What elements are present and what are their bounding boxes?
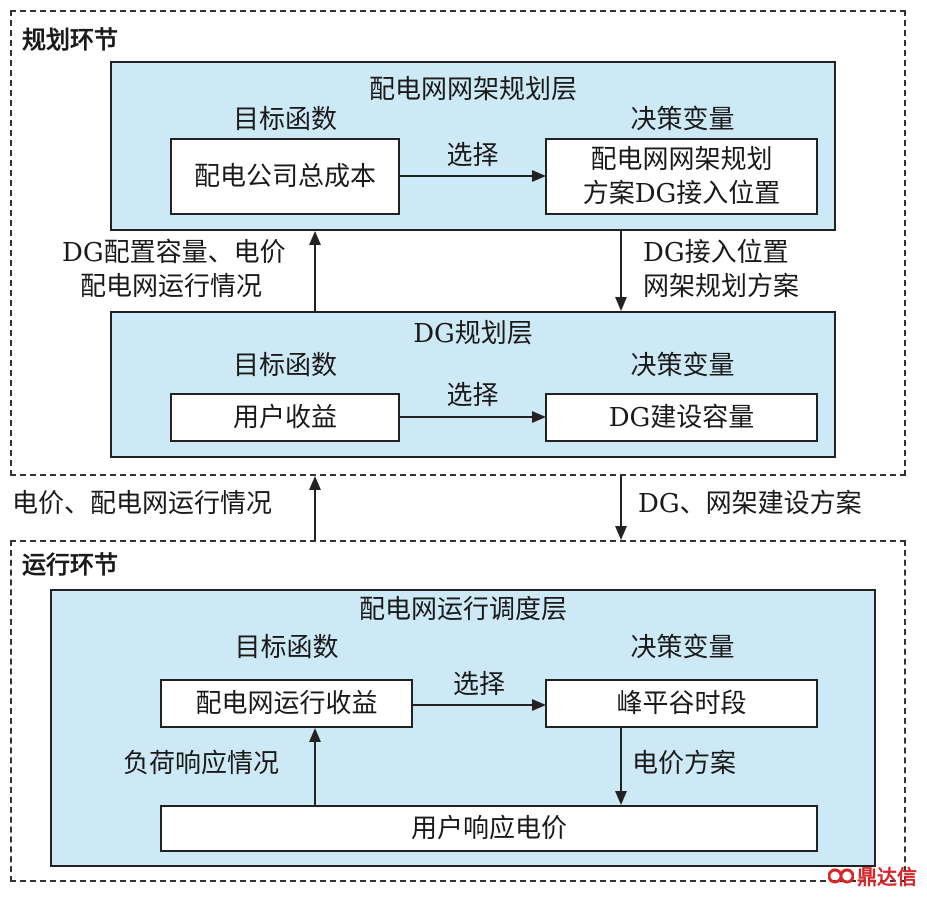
dg-decision-label: 决策变量 [630,351,735,381]
dg-decision-text: DG建设容量 [608,402,755,433]
dg-decision-box: DG建设容量 [545,393,818,442]
left-feedback-line1: DG配置容量、电价 [62,238,286,268]
dispatch-decision-box: 峰平谷时段 [545,679,818,728]
grid-select-label: 选择 [446,141,499,171]
grid-decision-label: 决策变量 [630,105,735,135]
between-right-arrowhead [615,526,627,540]
dispatch-select-label: 选择 [452,670,505,700]
grid-objective-label: 目标函数 [232,105,337,135]
dispatch-objective-text: 配电网运行收益 [195,688,378,719]
price-scheme-arrow-line [620,728,622,793]
right-feedback-line2: 网架规划方案 [643,272,800,302]
dg-objective-box: 用户收益 [170,393,400,442]
between-right-label: DG、网架建设方案 [638,489,862,519]
grid-select-arrowhead [532,170,546,182]
load-response-arrowhead [309,728,321,742]
dg-select-label: 选择 [446,381,499,411]
between-left-arrow-line [314,488,316,540]
dg-select-arrowhead [532,411,546,423]
right-feedback-arrowhead [615,297,627,311]
grid-layer-title: 配电网网架规划层 [368,75,577,105]
watermark-logo: 鼎达信 [828,861,917,890]
user-response-price-box: 用户响应电价 [160,805,818,852]
between-left-label: 电价、配电网运行情况 [12,489,273,519]
grid-objective-text: 配电公司总成本 [193,161,376,192]
price-scheme-label: 电价方案 [632,749,737,779]
dispatch-objective-label: 目标函数 [234,633,339,663]
grid-decision-box: 配电网网架规划 方案DG接入位置 [545,138,818,215]
dispatch-objective-box: 配电网运行收益 [160,679,413,728]
dispatch-decision-label: 决策变量 [630,633,735,663]
left-feedback-arrow-line [314,243,316,311]
price-scheme-arrowhead [615,791,627,805]
between-left-arrowhead [309,476,321,490]
dispatch-select-arrowhead [532,699,546,711]
logo-text: 鼎达信 [857,865,917,889]
right-feedback-arrow-line [620,231,622,298]
between-right-arrow-line [620,476,622,528]
grid-decision-line1: 配电网网架规划 [590,144,773,175]
grid-objective-box: 配电公司总成本 [170,138,400,215]
user-response-price-text: 用户响应电价 [410,813,567,844]
dg-select-arrow-line [400,416,533,418]
grid-select-arrow-line [400,175,533,177]
grid-decision-line2: 方案DG接入位置 [582,178,781,209]
dingdaxin-logo-icon [828,868,854,883]
planning-section [10,10,906,476]
dg-objective-text: 用户收益 [232,402,337,433]
left-feedback-arrowhead [309,231,321,245]
load-response-label: 负荷响应情况 [123,749,280,779]
operation-section [10,540,906,882]
planning-section-title: 规划环节 [22,26,118,54]
dispatch-decision-text: 峰平谷时段 [616,688,747,719]
operation-section-title: 运行环节 [22,551,118,579]
dg-objective-label: 目标函数 [232,351,337,381]
dispatch-layer-title: 配电网运行调度层 [358,595,567,625]
load-response-arrow-line [314,740,316,805]
left-feedback-line2: 配电网运行情况 [80,272,263,302]
dg-layer-title: DG规划层 [413,319,533,349]
dispatch-select-arrow-line [413,704,533,706]
right-feedback-line1: DG接入位置 [643,238,789,268]
